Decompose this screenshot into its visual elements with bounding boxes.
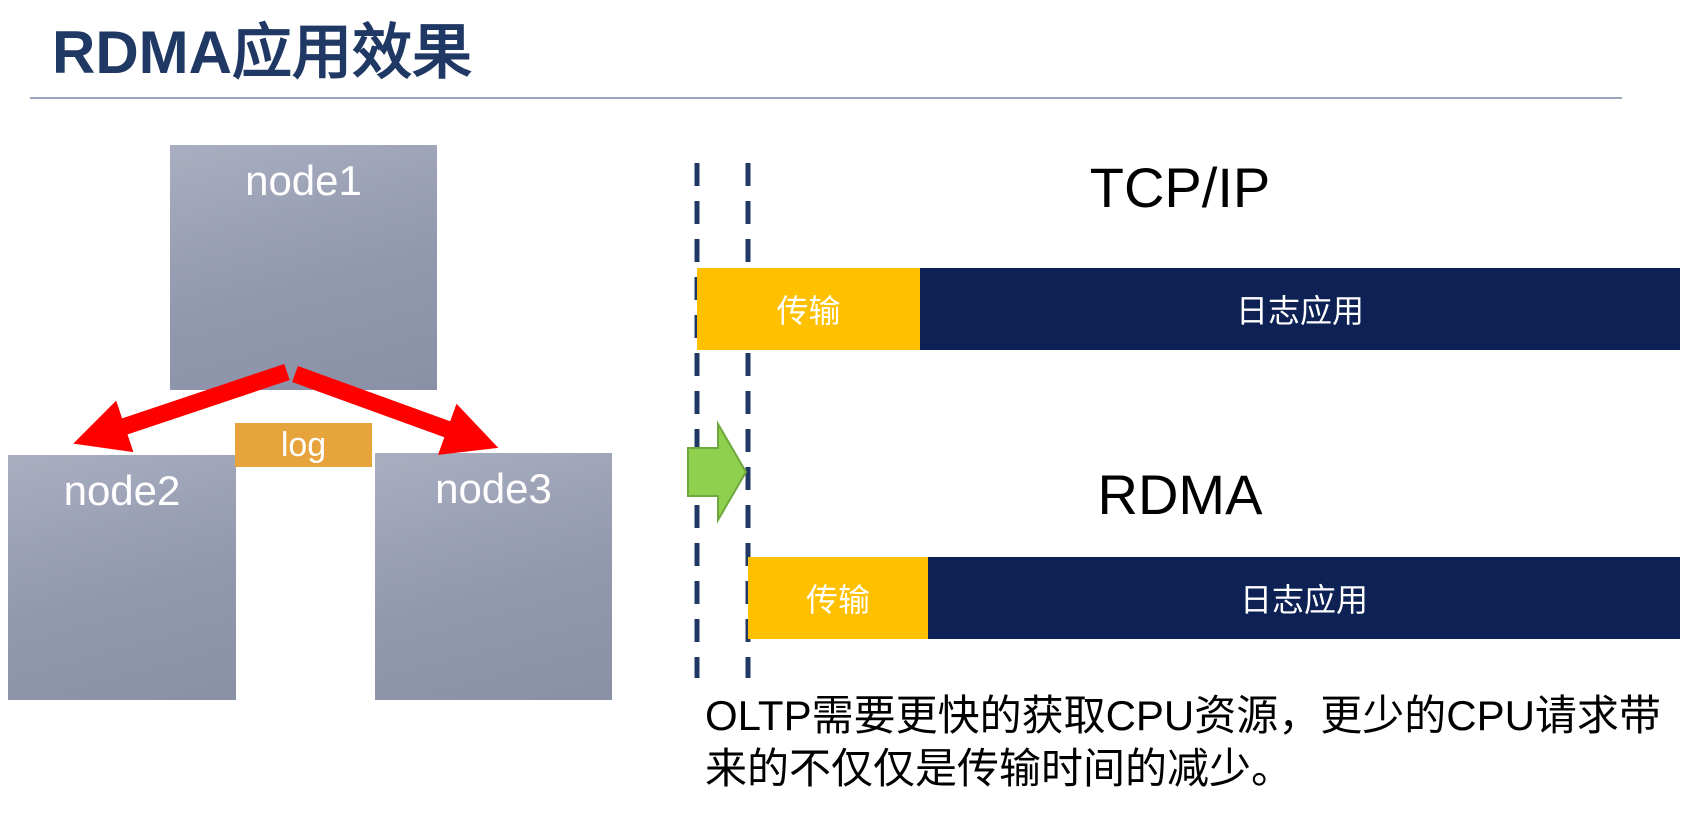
tcp-app-label: 日志应用 bbox=[1235, 293, 1364, 329]
tcp-app-segment: 日志应用 bbox=[920, 268, 1680, 350]
node3-box: node3 bbox=[375, 453, 612, 700]
title-divider bbox=[30, 97, 1622, 99]
tcp-transfer-label: 传输 bbox=[776, 293, 841, 329]
node1-box: node1 bbox=[170, 145, 437, 390]
rdma-heading: RDMA bbox=[1097, 463, 1263, 526]
caption-text: OLTP需要更快的获取CPU资源，更少的CPU请求带来的不仅仅是传输时间的减少。 bbox=[705, 692, 1661, 792]
rdma-transfer-segment: 传输 bbox=[748, 557, 928, 639]
log-label: log bbox=[280, 426, 327, 464]
rdma-transfer-label: 传输 bbox=[805, 582, 870, 618]
page-title: RDMA应用效果 bbox=[52, 19, 472, 86]
node1-label: node1 bbox=[245, 157, 362, 204]
node2-label: node2 bbox=[63, 467, 181, 514]
rdma-app-label: 日志应用 bbox=[1239, 582, 1368, 618]
rdma-app-segment: 日志应用 bbox=[928, 557, 1680, 639]
node3-label: node3 bbox=[435, 465, 552, 512]
tcp-transfer-segment: 传输 bbox=[697, 268, 920, 350]
tcp-heading: TCP/IP bbox=[1089, 156, 1271, 219]
node2-box: node2 bbox=[8, 455, 236, 700]
log-box: log bbox=[235, 423, 372, 467]
